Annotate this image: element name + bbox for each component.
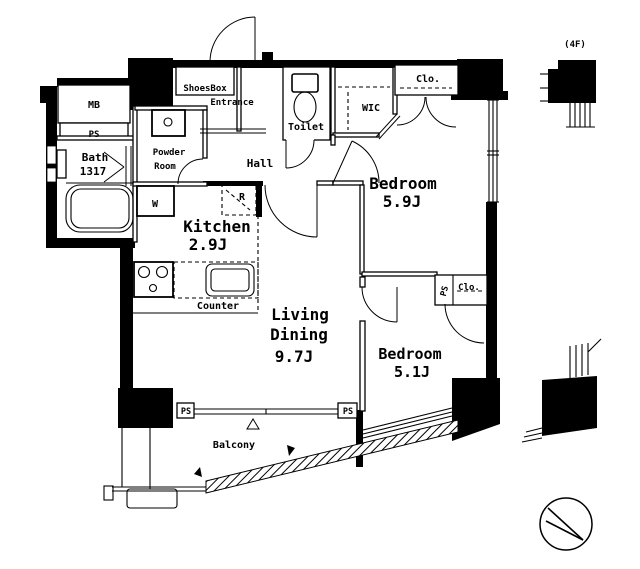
- direction-arrow-icon: [194, 467, 202, 477]
- structural-walls: [40, 52, 508, 467]
- room-label-shoesbox: ShoesBox: [183, 84, 227, 94]
- room-label-closet-north: Clo.: [416, 74, 440, 85]
- toilet-fixture: [291, 73, 319, 123]
- room-label-laundry: W: [152, 199, 159, 210]
- room-label-hall: Hall: [247, 157, 274, 170]
- north-arrow-icon: [539, 497, 593, 551]
- room-label-bedroom-south: Bedroom: [378, 345, 441, 363]
- washbasin-icon: [163, 117, 173, 127]
- direction-arrow-icon: [287, 445, 295, 456]
- room-label-powder-1: Powder: [153, 148, 186, 158]
- room-label-bedroom-north: Bedroom: [369, 174, 437, 193]
- room-label-entrance: Entrance: [210, 98, 254, 108]
- balcony-railing: [205, 419, 459, 494]
- room-label-bedroom-south-size: 5.1J: [394, 363, 430, 381]
- balcony-structure: [103, 418, 459, 509]
- room-label-meter-box: MB: [88, 100, 100, 111]
- room-label-refrigerator: R: [239, 192, 246, 203]
- room-label-bath: Bath: [82, 151, 109, 164]
- room-label-balcony: Balcony: [213, 440, 255, 451]
- room-label-ps-balcony-left: PS: [181, 407, 191, 417]
- floor-note: (4F): [564, 40, 586, 50]
- room-label-powder-2: Room: [154, 162, 176, 172]
- room-label-kitchen-size: 2.9J: [189, 235, 228, 254]
- room-label-ps-mid: PS: [439, 285, 451, 297]
- door-arcs: [103, 16, 485, 344]
- room-labels: MB PS Bath 1317 Powder Room W ShoesBox E…: [80, 40, 586, 451]
- neighbor-structure-mid: [521, 338, 602, 443]
- room-label-counter: Counter: [197, 301, 239, 312]
- kitchen-fixtures: [133, 261, 258, 314]
- room-label-living: Living: [271, 305, 329, 324]
- door-center-marker: [246, 418, 260, 430]
- room-label-wic: WIC: [362, 103, 380, 114]
- room-label-ps-top: PS: [89, 130, 100, 140]
- dashed-lines: [173, 86, 482, 313]
- room-label-closet-south: Clo.: [458, 283, 480, 293]
- room-label-kitchen: Kitchen: [183, 217, 250, 236]
- windows: [194, 99, 499, 439]
- room-label-bedroom-north-size: 5.9J: [383, 192, 422, 211]
- room-label-ps-balcony-right: PS: [343, 407, 353, 417]
- room-label-living-size: 9.7J: [275, 347, 314, 366]
- room-label-dining: Dining: [270, 325, 328, 344]
- room-label-toilet: Toilet: [288, 121, 324, 133]
- neighbor-structure-top: [540, 60, 596, 128]
- interior-walls: [56, 64, 488, 419]
- bath-fixtures: [65, 182, 134, 233]
- room-label-bath-size: 1317: [80, 165, 107, 178]
